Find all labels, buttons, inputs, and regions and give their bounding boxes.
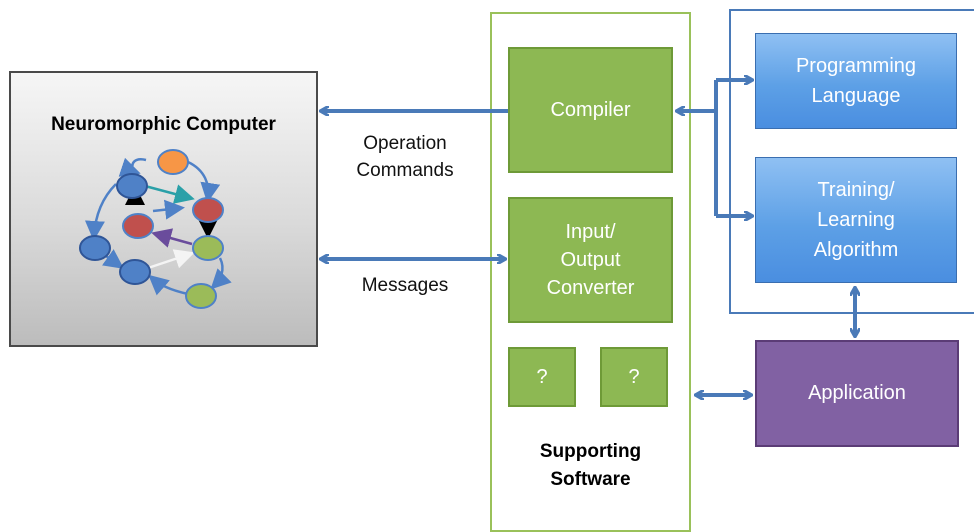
io-converter-line2: Output xyxy=(560,249,621,271)
unknown-tool-box-1[interactable]: ? xyxy=(508,347,576,407)
edge xyxy=(144,184,195,204)
unknown-tool-label-2: ? xyxy=(628,366,640,388)
programming-language-box[interactable]: Programming Language xyxy=(755,33,957,129)
training-algorithm-line2: Learning xyxy=(817,209,895,231)
node-red xyxy=(122,213,154,239)
edge xyxy=(101,249,125,269)
programming-language-line2: Language xyxy=(811,85,901,107)
edge xyxy=(118,157,147,177)
edge xyxy=(147,249,195,270)
programming-language-line1: Programming xyxy=(795,55,917,77)
compiler-label: Compiler xyxy=(550,99,631,121)
node-orange xyxy=(157,149,189,175)
edge xyxy=(151,228,193,248)
messages-label: Messages xyxy=(361,275,449,296)
supporting-software-label: Supporting Software xyxy=(490,438,691,494)
edge xyxy=(187,160,221,203)
node-green xyxy=(192,235,224,261)
compiler-box[interactable]: Compiler xyxy=(508,47,673,173)
node-blue xyxy=(79,235,111,261)
neural-network-graph xyxy=(79,149,232,309)
unknown-tool-box-2[interactable]: ? xyxy=(600,347,668,407)
supporting-software-line1: Supporting xyxy=(539,441,642,462)
application-box[interactable]: Application xyxy=(755,340,959,447)
node-blue xyxy=(119,259,151,285)
edge xyxy=(84,183,117,241)
training-algorithm-line3: Algorithm xyxy=(813,239,899,261)
io-converter-line1: Input/ xyxy=(565,221,616,243)
unknown-tool-label-1: ? xyxy=(536,366,548,388)
training-algorithm-box[interactable]: Training/ Learning Algorithm xyxy=(755,157,957,283)
operation-commands-line2: Commands xyxy=(356,160,454,181)
supporting-software-line2: Software xyxy=(550,469,631,490)
node-green xyxy=(185,283,217,309)
io-converter-line3: Converter xyxy=(546,277,635,299)
edge xyxy=(152,199,185,220)
neuromorphic-computer-title: Neuromorphic Computer xyxy=(51,114,276,135)
edge xyxy=(210,257,232,290)
application-label: Application xyxy=(808,382,906,404)
node-blue xyxy=(116,173,148,199)
operation-commands-line1: Operation xyxy=(363,133,447,154)
training-algorithm-line1: Training/ xyxy=(817,179,895,201)
operation-commands-label: Operation Commands xyxy=(340,130,470,184)
edge xyxy=(148,274,189,296)
node-red xyxy=(192,197,224,223)
io-converter-box[interactable]: Input/ Output Converter xyxy=(508,197,673,323)
